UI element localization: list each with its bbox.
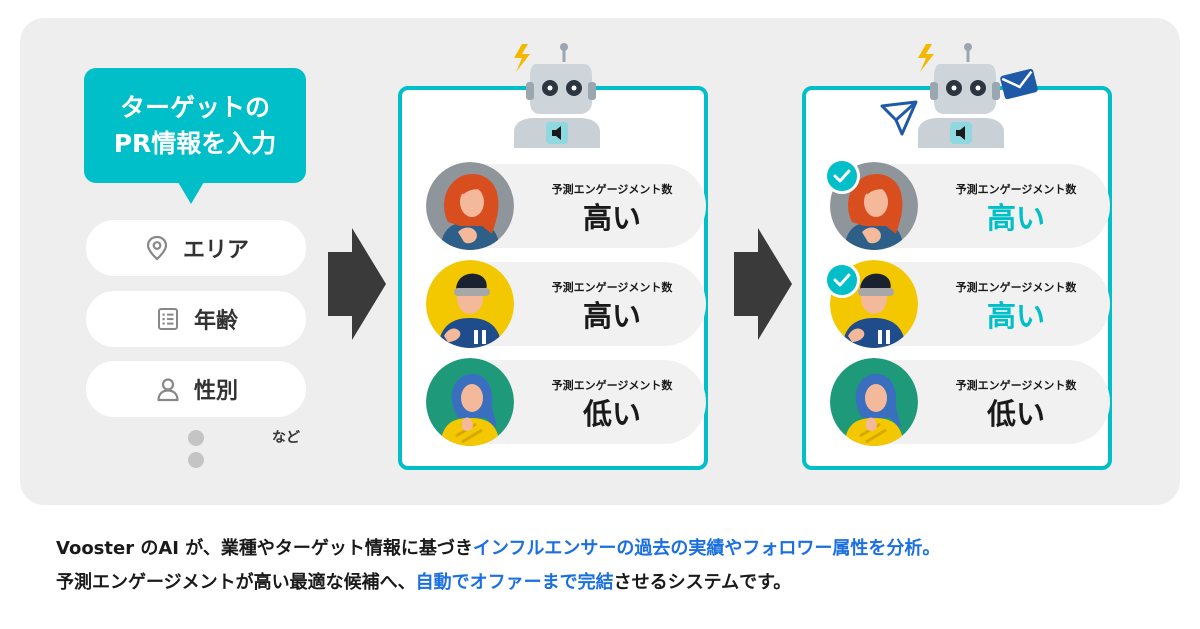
input-bubble-line1: ターゲットの <box>119 92 270 122</box>
checkmark-icon <box>824 158 860 194</box>
metric-value: 高い <box>582 299 641 333</box>
input-gender: 性別 <box>86 361 306 417</box>
caption-line-2: 予測エンゲージメントが高い最適な候補へ、自動でオファーまで完結させるシステムです… <box>56 570 1156 596</box>
person-icon <box>157 378 179 402</box>
input-bubble: ターゲットの PR情報を入力 <box>84 68 306 183</box>
influencer-avatar <box>830 358 918 446</box>
caption-text: させるシステムです。 <box>613 572 792 593</box>
location-pin-icon <box>146 235 168 261</box>
list-icon <box>157 308 178 330</box>
robot-icon <box>514 43 600 148</box>
influencer-avatar <box>426 162 514 250</box>
checkmark-icon <box>824 262 860 298</box>
arrow-right-icon <box>734 228 792 340</box>
influencer-avatar <box>426 260 514 348</box>
caption-line-1: Vooster のAI が、業種やターゲット情報に基づきインフルエンサーの過去の… <box>56 536 1156 562</box>
metric-label: 予測エンゲージメント数 <box>551 183 673 196</box>
metric-label: 予測エンゲージメント数 <box>551 281 673 294</box>
mail-icon <box>1000 68 1038 100</box>
metric-value: 高い <box>582 201 641 235</box>
arrow-right-icon <box>328 228 386 340</box>
input-gender-label: 性別 <box>193 379 238 404</box>
paper-plane-icon <box>880 100 918 136</box>
metric-value: 低い <box>986 397 1045 431</box>
metric-value: 高い <box>986 201 1045 235</box>
input-area-label: エリア <box>182 238 249 263</box>
caption-text: Vooster のAI が、業種やターゲット情報に基づき <box>56 538 473 559</box>
caption-highlight: インフルエンサーの過去の実績やフォロワー属性を分析。 <box>472 538 941 559</box>
metric-label: 予測エンゲージメント数 <box>955 183 1077 196</box>
metric-label: 予測エンゲージメント数 <box>551 379 673 392</box>
ellipsis-dot <box>188 430 204 446</box>
input-area: エリア <box>86 220 306 276</box>
metric-label: 予測エンゲージメント数 <box>955 281 1077 294</box>
metric-value: 高い <box>986 299 1045 333</box>
caption-highlight: 自動でオファーまで完結 <box>415 572 614 593</box>
metric-value: 低い <box>582 397 641 431</box>
caption-text: 予測エンゲージメントが高い最適な候補へ、 <box>56 572 416 593</box>
etc-label: など <box>272 430 300 446</box>
bubble-tail <box>178 182 204 204</box>
input-bubble-line2: PR情報を入力 <box>113 128 277 158</box>
input-age-label: 年齢 <box>193 309 238 334</box>
metric-label: 予測エンゲージメント数 <box>955 379 1077 392</box>
ellipsis-dot <box>188 452 204 468</box>
robot-icon <box>918 43 1004 148</box>
input-age: 年齢 <box>86 291 306 347</box>
influencer-avatar <box>426 358 514 446</box>
